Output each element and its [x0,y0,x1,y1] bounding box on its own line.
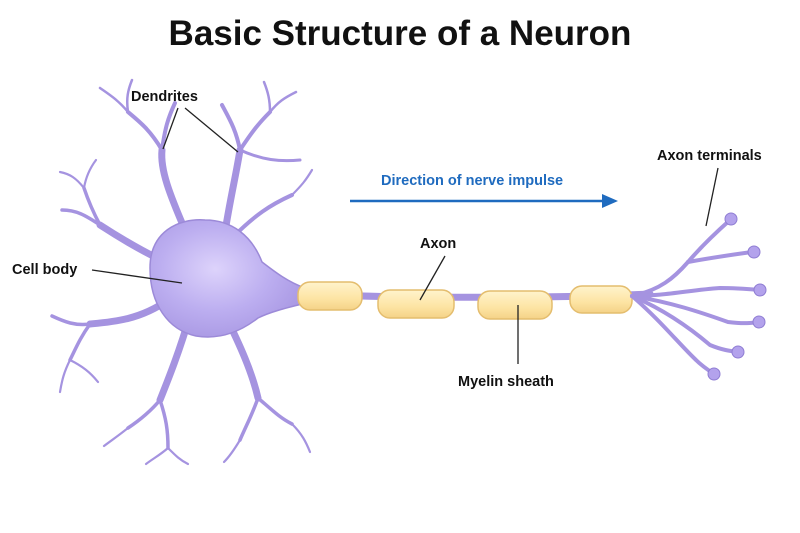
label-direction-of-impulse: Direction of nerve impulse [381,173,563,189]
axon-terminals [630,212,767,381]
label-myelin-sheath: Myelin sheath [458,374,554,390]
page-title: Basic Structure of a Neuron [168,14,632,53]
label-axon-terminals: Axon terminals [657,148,762,164]
impulse-direction-arrow [350,194,618,208]
label-dendrites: Dendrites [131,89,198,105]
leader-lines [91,107,719,364]
label-cell-body: Cell body [12,262,77,278]
cell-body-shape [149,219,307,338]
myelin-sheaths [297,281,633,320]
label-axon: Axon [420,236,456,252]
